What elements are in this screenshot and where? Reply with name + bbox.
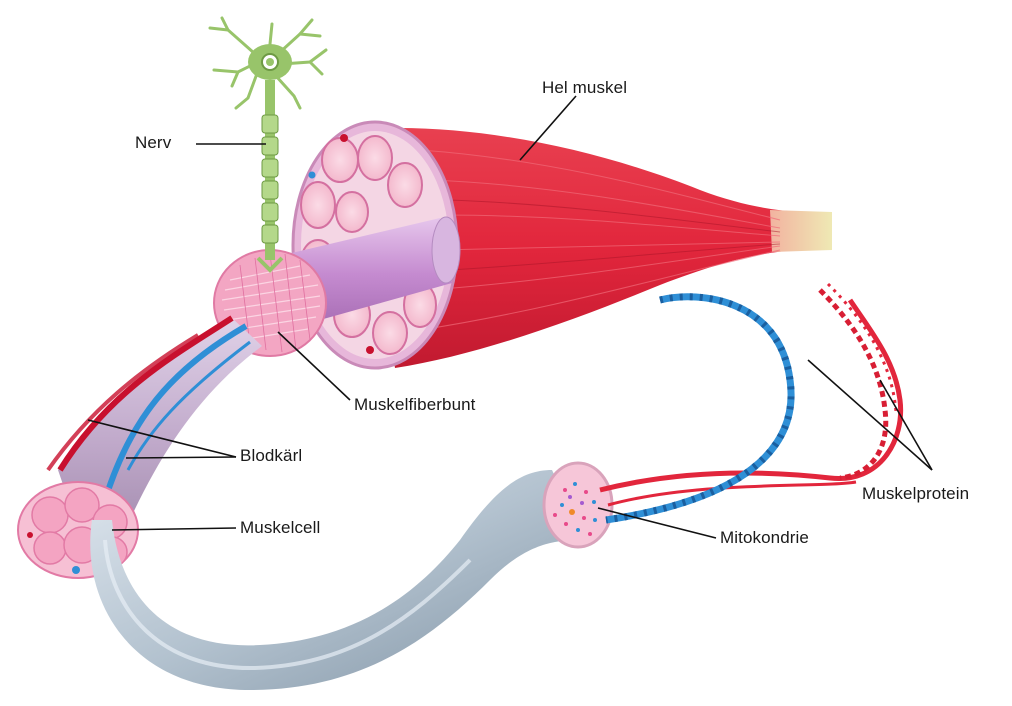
label-fiber-bundle: Muskelfiberbunt — [354, 395, 476, 415]
label-blood-vessel: Blodkärl — [240, 446, 302, 466]
myofibril — [90, 463, 612, 690]
label-mitochondrion: Mitokondrie — [720, 528, 809, 548]
label-whole-muscle: Hel muskel — [542, 78, 627, 98]
label-muscle-protein: Muskelprotein — [862, 484, 969, 504]
label-nerve: Nerv — [135, 133, 171, 153]
label-muscle-cell: Muskelcell — [240, 518, 320, 538]
